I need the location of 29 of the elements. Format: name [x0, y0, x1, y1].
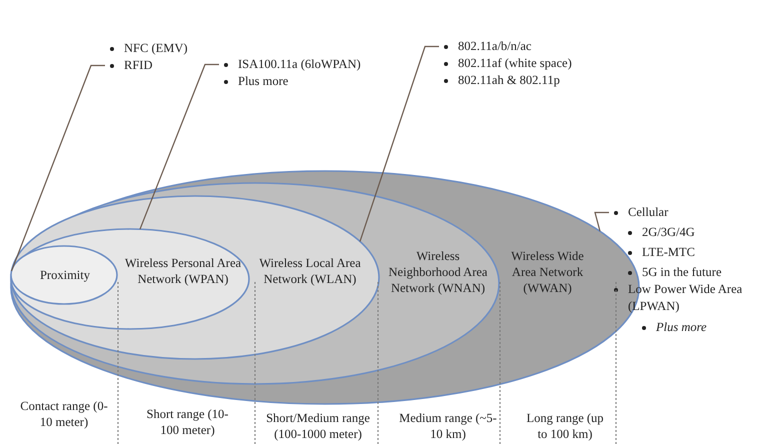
leader-line [359, 46, 439, 242]
leader-line [139, 64, 219, 230]
list-item: Plus more [238, 74, 288, 88]
range-label: Contact range (0-10 meter) [19, 398, 109, 430]
leader-line [594, 212, 609, 232]
list-item: LTE-MTC [642, 245, 696, 259]
network-ellipse [10, 228, 250, 330]
network-label: Wireless Wide Area Network (WWAN) [510, 248, 585, 296]
list-item: 5G in the future [642, 265, 722, 279]
list-item: 802.11af (white space) [458, 56, 572, 70]
network-ellipse [10, 245, 118, 305]
list-item: 802.11a/b/n/ac [458, 39, 532, 53]
network-ellipse [10, 182, 500, 385]
network-label: Proximity [38, 267, 91, 283]
list-item: ISA100.11a (6loWPAN) [238, 57, 361, 71]
list-item: Plus more [656, 320, 707, 334]
range-label: Short range (10-100 meter) [146, 406, 230, 438]
list-item: NFC (EMV) [124, 41, 188, 55]
range-label: Medium range (~5-10 km) [398, 410, 498, 442]
network-label: Wireless Neighborhood Area Network (WNAN) [388, 248, 488, 296]
list-item: RFID [124, 58, 152, 72]
range-label: Short/Medium range (100-1000 meter) [265, 410, 371, 442]
network-label: Wireless Personal Area Network (WPAN) [124, 255, 242, 287]
list-item: Cellular [628, 205, 668, 219]
list-item: 802.11ah & 802.11p [458, 73, 560, 87]
range-label: Long range (up to 100 km) [525, 410, 605, 442]
network-ellipse [10, 195, 380, 360]
network-label: Wireless Local Area Network (WLAN) [258, 255, 362, 287]
list-item: 2G/3G/4G [642, 225, 695, 239]
